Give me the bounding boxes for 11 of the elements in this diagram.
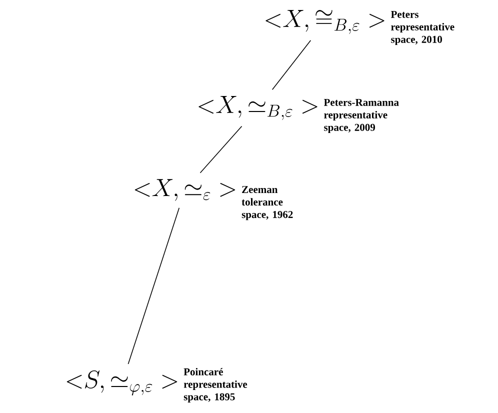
connector-line — [272, 40, 312, 90]
caption-text: Peters-Ramanna representative space, 2009 — [324, 98, 399, 134]
connector-line — [128, 208, 180, 364]
connector-line — [200, 126, 242, 174]
formula-label: ${<}X,\simeq_{\varepsilon}{>}$ — [134, 179, 236, 201]
formula-label: ${<}S,\simeq_{\varphi,\varepsilon}{>}$ — [66, 370, 178, 396]
caption-text: Peters representative space, 2010 — [390, 10, 454, 46]
formula-label: ${<}X,\cong_{B,\varepsilon}{>}$ — [266, 10, 384, 34]
caption-text: Zeeman tolerance space, 1962 — [242, 186, 293, 220]
caption-text: Poincaré representative space, 1895 — [184, 368, 248, 402]
formula-label: ${<}X,\simeq_{B,\varepsilon}{>}$ — [198, 96, 318, 120]
